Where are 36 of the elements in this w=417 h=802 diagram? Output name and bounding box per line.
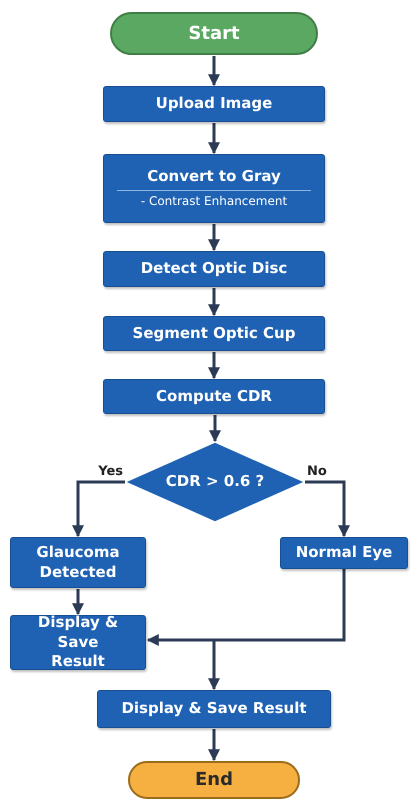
process-box [103, 86, 325, 122]
start-terminal [110, 12, 318, 55]
step-label: Compute CDR [156, 386, 272, 406]
step-label: Normal Eye [296, 543, 392, 563]
arrow [72, 480, 125, 538]
step-label: End [195, 768, 233, 792]
decision-diamond [125, 442, 305, 522]
step-label: Glaucoma Detected [35, 543, 121, 582]
arrow [208, 224, 220, 252]
step-label: Segment Optic Cup [132, 324, 296, 344]
process-box [103, 251, 325, 287]
arrow [208, 729, 220, 762]
step-label: Convert to Gray [147, 166, 281, 186]
process-box [103, 154, 325, 223]
step-label: Display & Save Result [36, 613, 120, 672]
arrow [208, 288, 220, 316]
process-box [10, 537, 146, 588]
arrow [208, 123, 220, 154]
step-label: Display & Save Result [121, 699, 307, 719]
end-terminal [128, 761, 300, 799]
step-label: Start [188, 22, 240, 46]
step-label: Detect Optic Disc [140, 259, 288, 279]
step-label: Upload Image [156, 94, 272, 114]
arrow [208, 352, 220, 380]
arrow [208, 56, 220, 86]
arrow [305, 480, 350, 538]
process-box [97, 690, 331, 728]
arrow [209, 415, 221, 442]
process-box [103, 316, 325, 351]
arrow [72, 589, 84, 616]
process-box [280, 537, 408, 569]
arrow [208, 569, 346, 690]
process-box [10, 615, 146, 670]
step-label: CDR > 0.6 ? [166, 472, 264, 492]
step-detail: - Contrast Enhancement [140, 194, 288, 210]
process-box [103, 379, 325, 414]
